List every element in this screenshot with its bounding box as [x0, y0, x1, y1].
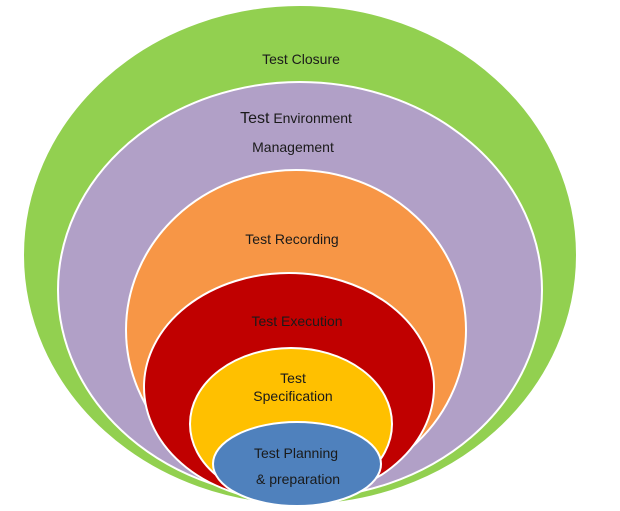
test-specification-label-line2: Specification	[253, 388, 332, 404]
test-planning-ellipse	[212, 421, 382, 507]
test-specification-label-line1: Test	[280, 370, 306, 386]
test-environment-label-word: Test	[240, 110, 270, 127]
test-execution-label: Test Execution	[251, 313, 342, 329]
test-planning-label-line1: Test Planning	[254, 445, 338, 461]
test-planning-label-line2: & preparation	[256, 471, 340, 487]
test-recording-label: Test Recording	[245, 231, 338, 247]
test-closure-label: Test Closure	[262, 51, 340, 67]
test-environment-label: Test Environment	[240, 110, 352, 127]
test-environment-label-line2: Management	[252, 139, 334, 155]
test-environment-label-rest: Environment	[273, 110, 352, 126]
